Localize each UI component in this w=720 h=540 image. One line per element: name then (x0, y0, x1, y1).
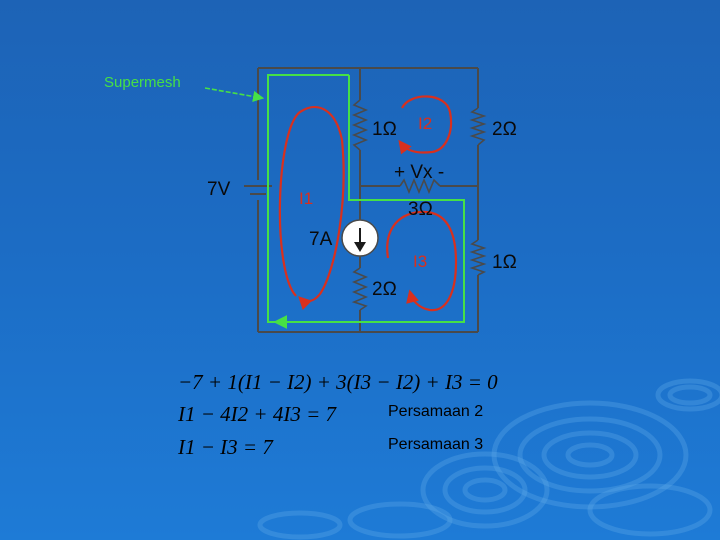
current-source-label: 7A (309, 229, 333, 250)
mesh-current-2-label: I2 (418, 114, 433, 133)
resistor-label-1-ohm: 1Ω (372, 119, 397, 140)
equation-3: I1 − I3 = 7 (178, 435, 273, 459)
voltage-source-label: 7V (207, 179, 231, 200)
resistor-1-ohm-top (351, 99, 369, 151)
mesh-current-1-loop (278, 106, 345, 311)
supermesh-loop (267, 74, 465, 323)
equation-2: I1 − 4I2 + 4I3 = 7 (178, 402, 336, 426)
equation-2-label: Persamaan 2 (388, 403, 484, 420)
resistor-label-2-ohm-bottom: 2Ω (372, 279, 397, 300)
resistor-voltage-label: + Vx - (394, 162, 445, 183)
resistor-label-3-ohm: 3Ω (408, 199, 433, 220)
resistor-1-ohm-bottom-right (469, 239, 487, 276)
equation-3-label: Persamaan 3 (388, 436, 484, 453)
resistor-2-ohm-top-right (469, 107, 487, 146)
mesh-current-2-loop (398, 95, 453, 155)
mesh-current-3-loop (386, 210, 458, 312)
resistor-label-2-ohm-right: 2Ω (492, 119, 517, 140)
mesh-current-3-label: I3 (413, 252, 428, 271)
resistor-3-ohm-middle (399, 177, 441, 195)
resistor-label-1-ohm-right: 1Ω (492, 252, 517, 273)
resistor-2-ohm-bottom (351, 267, 369, 311)
supermesh-pointer (204, 87, 265, 102)
current-source-7a (341, 219, 379, 257)
circuit-wires (257, 67, 479, 333)
equation-1: −7 + 1(I1 − I2) + 3(I3 − I2) + I3 = 0 (178, 370, 498, 394)
mesh-current-1-label: I1 (299, 189, 314, 208)
supermesh-label: Supermesh (104, 74, 181, 91)
